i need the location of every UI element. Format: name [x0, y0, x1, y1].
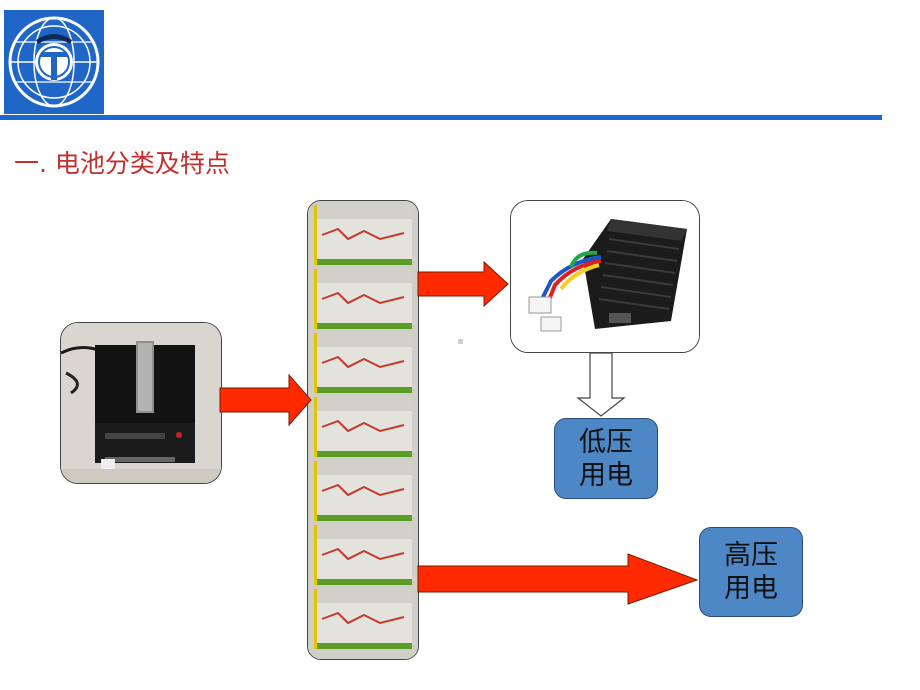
- converter-photo: [510, 200, 700, 353]
- header-rule: [0, 115, 882, 120]
- low-voltage-label: 低压 用电: [554, 418, 658, 499]
- decorative-dot: [458, 339, 463, 344]
- battery-stack-photo: [307, 200, 419, 660]
- battery-to-high-voltage-arrow: [417, 553, 699, 605]
- low-voltage-line-2: 用电: [579, 459, 633, 491]
- low-voltage-line-1: 低压: [579, 426, 633, 458]
- high-voltage-line-2: 用电: [724, 573, 778, 604]
- high-voltage-label: 高压 用电: [699, 527, 803, 617]
- charger-to-battery-arrow: [219, 373, 312, 427]
- battery-to-converter-arrow: [417, 260, 509, 308]
- converter-to-low-voltage-arrow: [576, 352, 626, 417]
- charger-photo: [60, 322, 222, 484]
- university-logo: [4, 10, 104, 114]
- section-title: 一. 电池分类及特点: [14, 149, 230, 178]
- high-voltage-line-1: 高压: [724, 540, 778, 571]
